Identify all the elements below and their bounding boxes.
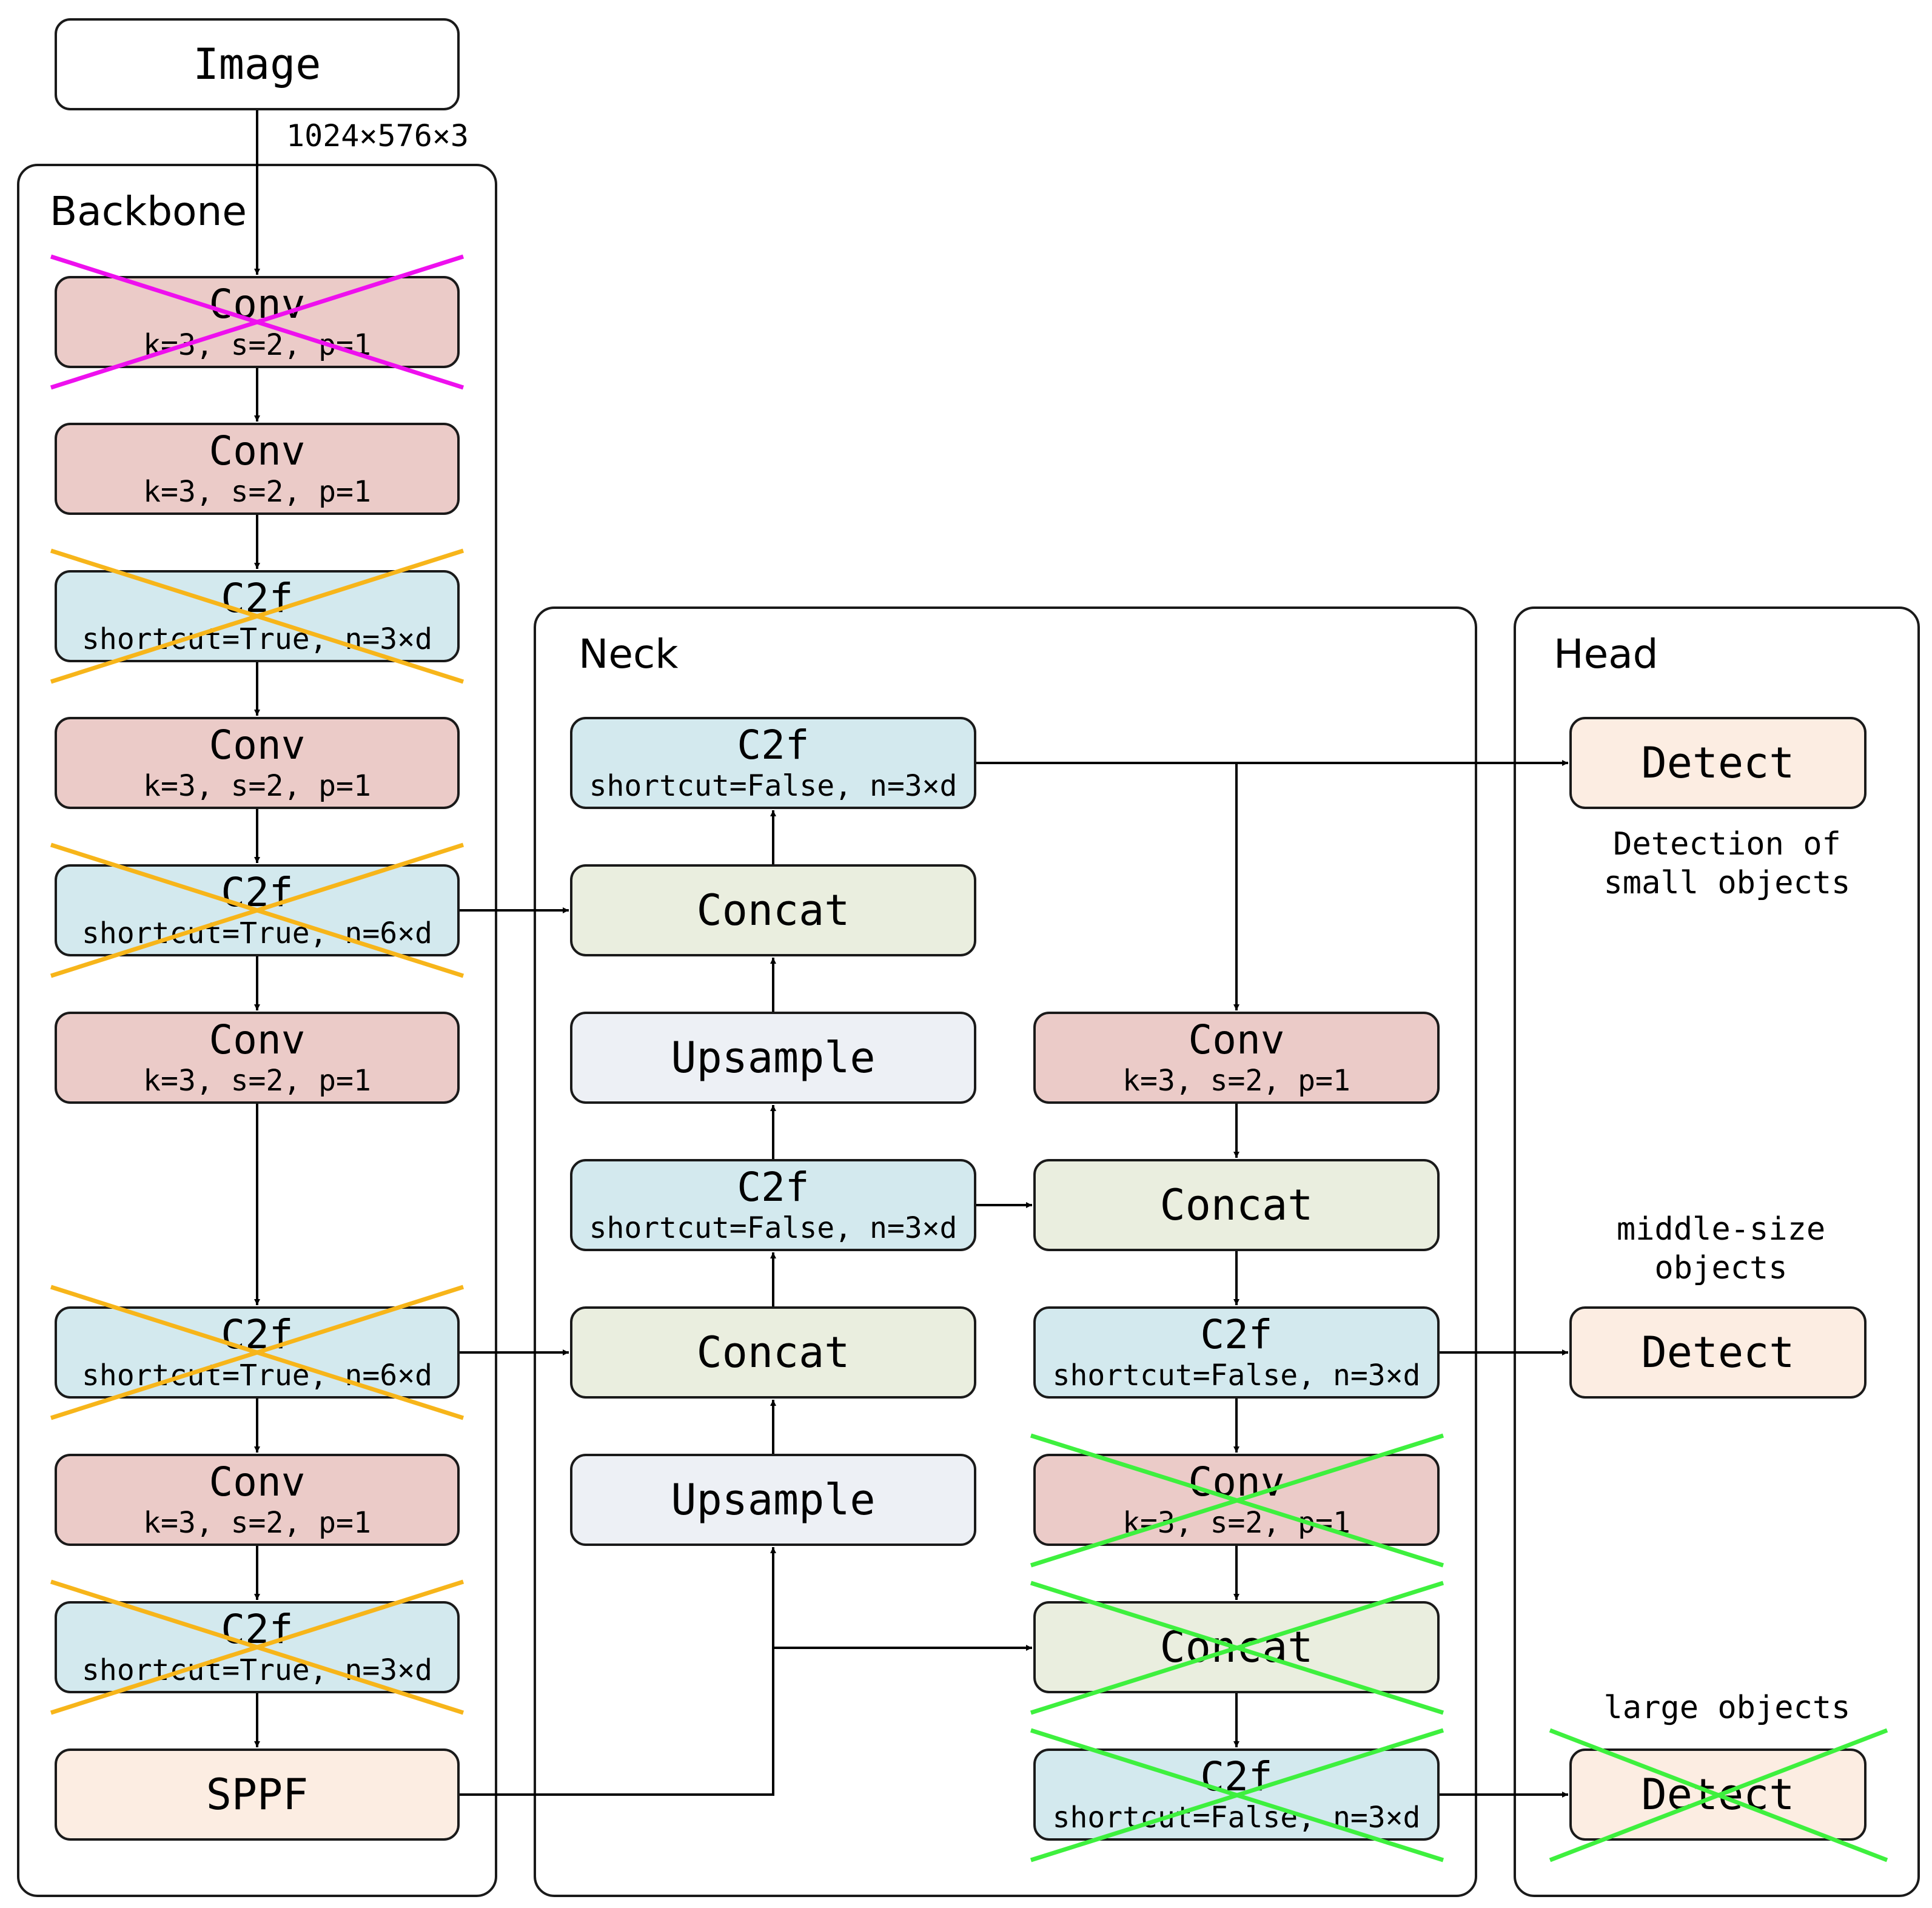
block-name: Conv bbox=[209, 281, 306, 328]
neck-c2f-block: C2f shortcut=False, n=3×d bbox=[570, 717, 976, 809]
block-name: Upsample bbox=[671, 1033, 876, 1083]
neck-title: Neck bbox=[579, 631, 679, 677]
neck-c2f-block: C2f shortcut=False, n=3×d bbox=[1033, 1306, 1440, 1399]
block-name: Concat bbox=[1159, 1622, 1313, 1672]
neck-conv-block: Conv k=3, s=2, p=1 bbox=[1033, 1454, 1440, 1546]
block-name: Detect bbox=[1641, 1770, 1795, 1819]
block-name: Conv bbox=[1188, 1459, 1285, 1505]
connector-arrow bbox=[460, 1547, 776, 1796]
neck-c2f-block: C2f shortcut=False, n=3×d bbox=[1033, 1748, 1440, 1841]
block-name: Concat bbox=[696, 885, 850, 935]
block-params: shortcut=True, n=6×d bbox=[82, 916, 432, 950]
backbone-conv-block: Conv k=3, s=2, p=1 bbox=[55, 276, 460, 368]
note-line: small objects bbox=[1603, 865, 1851, 901]
block-name: C2f bbox=[221, 575, 293, 622]
block-name: C2f bbox=[1200, 1753, 1273, 1800]
block-params: k=3, s=2, p=1 bbox=[143, 1506, 371, 1540]
neck-upsample-block: Upsample bbox=[570, 1454, 976, 1546]
image-input-label: Image bbox=[193, 39, 321, 89]
block-params: shortcut=True, n=6×d bbox=[82, 1359, 432, 1392]
head-title: Head bbox=[1554, 631, 1659, 677]
block-name: Detect bbox=[1641, 1328, 1795, 1377]
neck-conv-block: Conv k=3, s=2, p=1 bbox=[1033, 1012, 1440, 1104]
block-params: shortcut=False, n=3×d bbox=[1052, 1359, 1421, 1392]
block-params: shortcut=False, n=3×d bbox=[1052, 1801, 1421, 1835]
block-name: Conv bbox=[209, 722, 306, 768]
block-name: Conv bbox=[209, 1459, 306, 1505]
backbone-title: Backbone bbox=[50, 188, 247, 235]
block-name: Conv bbox=[209, 428, 306, 474]
backbone-c2f-block: C2f shortcut=True, n=6×d bbox=[55, 864, 460, 956]
backbone-c2f-block: C2f shortcut=True, n=3×d bbox=[55, 570, 460, 662]
neck-concat-block: Concat bbox=[570, 864, 976, 956]
block-name: Conv bbox=[1188, 1016, 1285, 1063]
head-detect-block: Detect bbox=[1569, 1748, 1867, 1841]
head-detect-block: Detect bbox=[1569, 1306, 1867, 1399]
input-shape-label: 1024×576×3 bbox=[286, 118, 469, 153]
block-params: shortcut=False, n=3×d bbox=[589, 769, 958, 803]
block-name: Detect bbox=[1641, 738, 1795, 788]
neck-concat-block: Concat bbox=[1033, 1159, 1440, 1251]
head-detect-block: Detect bbox=[1569, 717, 1867, 809]
block-params: k=3, s=2, p=1 bbox=[143, 328, 371, 362]
block-name: C2f bbox=[221, 1311, 293, 1358]
block-params: k=3, s=2, p=1 bbox=[1122, 1064, 1350, 1098]
neck-upsample-block: Upsample bbox=[570, 1012, 976, 1104]
block-name: C2f bbox=[221, 1606, 293, 1653]
neck-concat-block: Concat bbox=[1033, 1601, 1440, 1693]
block-name: C2f bbox=[737, 722, 810, 768]
backbone-c2f-block: C2f shortcut=True, n=6×d bbox=[55, 1306, 460, 1399]
block-name: C2f bbox=[1200, 1311, 1273, 1358]
neck-group: Neck bbox=[534, 606, 1477, 1897]
block-name: Concat bbox=[696, 1328, 850, 1377]
backbone-conv-block: Conv k=3, s=2, p=1 bbox=[55, 1454, 460, 1546]
neck-concat-block: Concat bbox=[570, 1306, 976, 1399]
note-line: middle-size bbox=[1616, 1211, 1826, 1248]
backbone-sppf-block: SPPF bbox=[55, 1748, 460, 1841]
detect-note: middle-size objects bbox=[1569, 1210, 1873, 1288]
block-params: shortcut=True, n=3×d bbox=[82, 622, 432, 656]
block-name: C2f bbox=[221, 869, 293, 916]
note-line: Detection of bbox=[1613, 826, 1841, 862]
block-params: shortcut=False, n=3×d bbox=[589, 1211, 958, 1245]
note-line: large objects bbox=[1603, 1690, 1851, 1726]
block-params: k=3, s=2, p=1 bbox=[143, 1064, 371, 1098]
block-params: k=3, s=2, p=1 bbox=[143, 769, 371, 803]
block-params: shortcut=True, n=3×d bbox=[82, 1653, 432, 1687]
detect-note: Detection of small objects bbox=[1569, 825, 1885, 902]
detect-note: large objects bbox=[1569, 1688, 1885, 1727]
neck-c2f-block: C2f shortcut=False, n=3×d bbox=[570, 1159, 976, 1251]
block-params: k=3, s=2, p=1 bbox=[143, 475, 371, 509]
backbone-conv-block: Conv k=3, s=2, p=1 bbox=[55, 423, 460, 515]
block-name: Conv bbox=[209, 1016, 306, 1063]
backbone-conv-block: Conv k=3, s=2, p=1 bbox=[55, 1012, 460, 1104]
image-input-box: Image bbox=[55, 18, 460, 110]
block-name: C2f bbox=[737, 1164, 810, 1211]
block-name: Upsample bbox=[671, 1475, 876, 1525]
block-name: Concat bbox=[1159, 1180, 1313, 1230]
block-name: SPPF bbox=[206, 1770, 309, 1819]
backbone-c2f-block: C2f shortcut=True, n=3×d bbox=[55, 1601, 460, 1693]
backbone-conv-block: Conv k=3, s=2, p=1 bbox=[55, 717, 460, 809]
head-group: Head bbox=[1514, 606, 1920, 1897]
block-params: k=3, s=2, p=1 bbox=[1122, 1506, 1350, 1540]
note-line: objects bbox=[1654, 1250, 1788, 1286]
